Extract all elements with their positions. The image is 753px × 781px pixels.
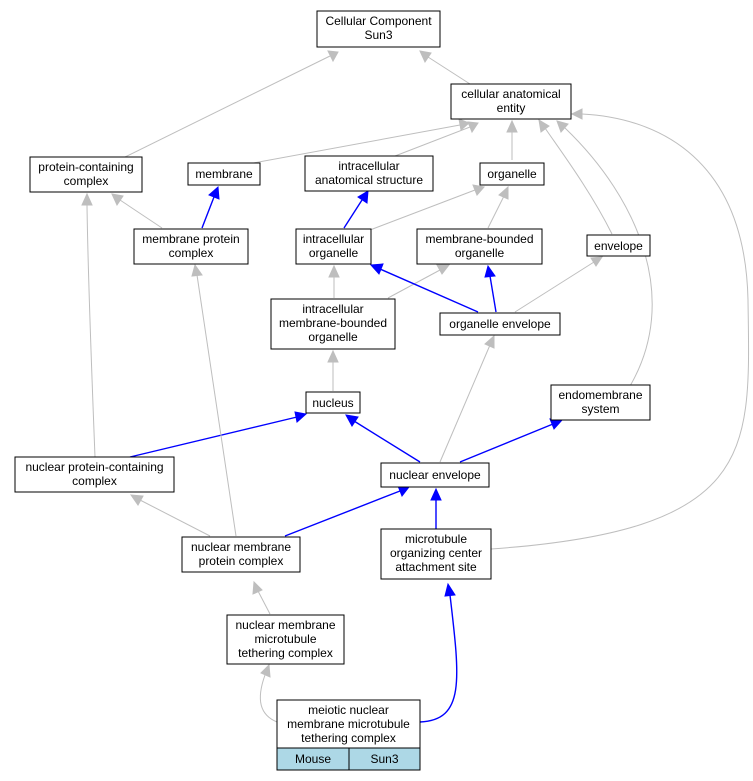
edge-mocas-cae — [490, 113, 750, 550]
svg-text:intracellular: intracellular — [338, 159, 399, 173]
node-meiotic-nuclear-membrane-microtubule-tethering-complex[interactable]: meiotic nuclear membrane microtubule tet… — [276, 699, 421, 749]
edge-es-cae — [564, 127, 653, 387]
svg-text:membrane microtubule: membrane microtubule — [287, 717, 410, 731]
node-root[interactable]: Cellular Component Sun3 — [316, 10, 441, 48]
svg-text:membrane protein: membrane protein — [142, 232, 239, 246]
svg-text:Cellular Component: Cellular Component — [325, 14, 432, 28]
svg-text:Sun3: Sun3 — [364, 28, 392, 42]
edge-npcc-nucleus — [129, 416, 298, 458]
node-cellular-anatomical-entity[interactable]: cellular anatomical entity — [450, 83, 572, 120]
node-nuclear-protein-containing-complex[interactable]: nuclear protein-containing complex — [14, 456, 175, 493]
svg-text:tethering complex: tethering complex — [238, 646, 333, 660]
svg-text:organelle envelope: organelle envelope — [449, 317, 551, 331]
edge-oe-io — [379, 268, 479, 313]
svg-text:nucleus: nucleus — [312, 396, 353, 410]
svg-text:anatomical structure: anatomical structure — [315, 173, 423, 187]
edge-membrane-cae — [247, 124, 461, 165]
node-membrane-bounded-organelle[interactable]: membrane-bounded organelle — [416, 228, 543, 265]
svg-text:membrane: membrane — [195, 167, 253, 181]
svg-text:organelle: organelle — [455, 246, 505, 260]
edge-io-organelle — [369, 189, 476, 231]
svg-text:microtubule: microtubule — [405, 532, 467, 546]
svg-text:tethering complex: tethering complex — [301, 731, 396, 745]
edge-mnmmtc-mocas — [419, 594, 458, 723]
node-organelle[interactable]: organelle — [479, 162, 545, 186]
edge-nmpc-npcc — [139, 499, 211, 537]
node-nuclear-membrane-protein-complex[interactable]: nuclear membrane protein complex — [181, 536, 301, 573]
svg-text:organelle: organelle — [308, 330, 358, 344]
node-nucleus[interactable]: nucleus — [305, 391, 361, 414]
svg-text:complex: complex — [169, 246, 214, 260]
svg-text:intracellular: intracellular — [303, 232, 364, 246]
species-cell-gene[interactable]: Sun3 — [348, 747, 421, 771]
edge-ne-nucleus — [353, 420, 421, 463]
svg-text:nuclear envelope: nuclear envelope — [389, 468, 481, 482]
svg-text:nuclear protein-containing: nuclear protein-containing — [25, 460, 163, 474]
edge-mpc-pcc — [119, 199, 163, 229]
edge-oe-envelope — [514, 261, 595, 313]
svg-text:system: system — [581, 402, 619, 416]
svg-text:entity: entity — [497, 101, 526, 115]
edge-pcc-root — [124, 55, 331, 158]
node-membrane[interactable]: membrane — [187, 162, 261, 186]
svg-text:organizing center: organizing center — [390, 546, 482, 560]
svg-text:membrane-bounded: membrane-bounded — [425, 232, 533, 246]
edge-ne-oe — [439, 344, 491, 463]
edge-cae-root — [427, 56, 471, 85]
species-cell-mouse[interactable]: Mouse — [276, 747, 350, 771]
node-intracellular-membrane-bounded-organelle[interactable]: intracellular membrane-bounded organelle — [270, 298, 396, 350]
node-intracellular-anatomical-structure[interactable]: intracellular anatomical structure — [304, 155, 434, 192]
node-intracellular-organelle[interactable]: intracellular organelle — [295, 228, 372, 265]
svg-text:nuclear membrane: nuclear membrane — [191, 540, 291, 554]
edge-nmmtc-nmpc — [257, 590, 271, 615]
svg-text:organelle: organelle — [487, 167, 537, 181]
svg-text:complex: complex — [64, 174, 109, 188]
edges — [81, 50, 750, 723]
svg-text:complex: complex — [72, 474, 117, 488]
edge-mbo-organelle — [487, 195, 505, 229]
svg-text:intracellular: intracellular — [302, 302, 363, 316]
svg-text:nuclear membrane: nuclear membrane — [235, 618, 335, 632]
edge-ne-es — [459, 423, 554, 463]
node-protein-containing-complex[interactable]: protein-containing complex — [29, 156, 143, 193]
svg-text:organelle: organelle — [309, 246, 359, 260]
svg-text:Sun3: Sun3 — [370, 752, 398, 766]
edge-nmpc-mpc — [196, 274, 237, 537]
node-membrane-protein-complex[interactable]: membrane protein complex — [133, 228, 249, 265]
svg-text:meiotic nuclear: meiotic nuclear — [308, 703, 389, 717]
svg-text:cellular anatomical: cellular anatomical — [461, 87, 560, 101]
node-nuclear-envelope[interactable]: nuclear envelope — [380, 462, 490, 488]
node-envelope[interactable]: envelope — [586, 234, 651, 257]
node-microtubule-organizing-center-attachment-site[interactable]: microtubule organizing center attachment… — [380, 528, 492, 580]
edge-nmpc-ne — [284, 490, 401, 537]
svg-text:Mouse: Mouse — [295, 752, 331, 766]
svg-text:attachment site: attachment site — [395, 560, 477, 574]
edge-ias-cae — [394, 126, 471, 157]
edge-mpc-membrane — [201, 196, 215, 229]
svg-text:membrane-bounded: membrane-bounded — [279, 316, 387, 330]
svg-text:protein complex: protein complex — [199, 554, 284, 568]
edge-oe-mbo — [489, 275, 497, 313]
svg-text:protein-containing: protein-containing — [38, 160, 133, 174]
svg-text:envelope: envelope — [594, 239, 643, 253]
edge-envelope-cae — [544, 127, 613, 235]
svg-text:endomembrane: endomembrane — [558, 388, 642, 402]
svg-text:microtubule: microtubule — [254, 632, 316, 646]
node-endomembrane-system[interactable]: endomembrane system — [550, 384, 651, 421]
edge-io-ias — [343, 199, 363, 229]
node-nuclear-membrane-microtubule-tethering-complex[interactable]: nuclear membrane microtubule tethering c… — [226, 614, 345, 665]
edge-npcc-pcc — [86, 204, 96, 458]
edge-mnmmtc-nmmtc — [259, 674, 278, 723]
species-row: Mouse Sun3 — [276, 747, 421, 771]
node-organelle-envelope[interactable]: organelle envelope — [439, 312, 561, 336]
